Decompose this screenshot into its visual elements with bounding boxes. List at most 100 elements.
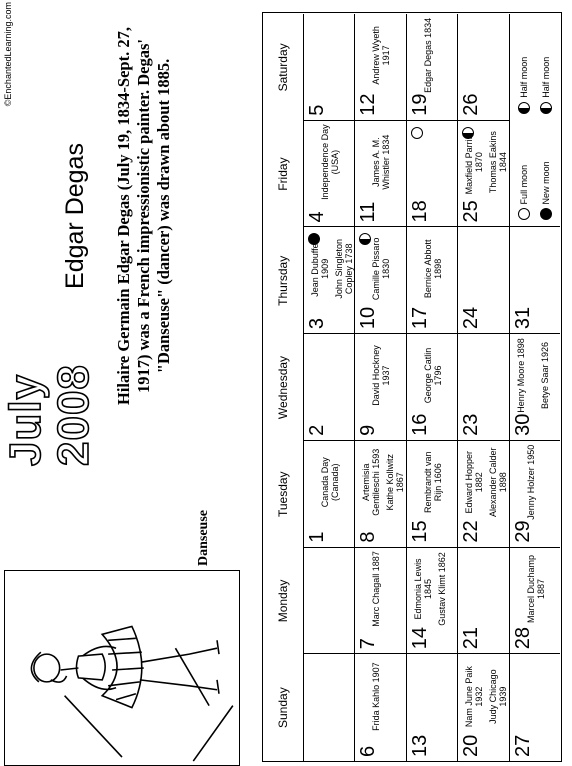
- event-label: Frida Kahlo 1907: [371, 662, 382, 731]
- day-number: 15: [408, 520, 431, 543]
- moon-legend-label: Full moon: [518, 164, 529, 205]
- event-label: Alexander Calder 1898: [488, 447, 509, 517]
- event-label: Independence Day (USA): [320, 124, 340, 200]
- moon-legend-label: Half moon: [518, 56, 529, 98]
- day-number: 19: [408, 93, 431, 116]
- day-number: 6: [357, 745, 380, 757]
- day-cell-26: 26: [457, 14, 509, 121]
- event-label: Camille Pissaro 1830: [371, 237, 392, 301]
- artist-name: Edgar Degas: [61, 143, 89, 289]
- day-number: 21: [460, 627, 483, 650]
- day-number: 5: [306, 104, 328, 116]
- day-number: 1: [306, 531, 328, 543]
- day-number: 17: [408, 306, 431, 330]
- day-cell-15: 15 Rembrandt van Rijn 1606: [405, 440, 458, 548]
- weekday-header-tuesday: Tuesday: [276, 471, 290, 518]
- day-number: 3: [306, 318, 328, 330]
- weekday-header-thursday: Thursday: [276, 255, 290, 306]
- event-label: Edward Hopper 1882: [464, 450, 485, 514]
- day-cell-13: 13: [405, 654, 458, 761]
- day-number: 26: [460, 93, 483, 116]
- moon-legend-label: Half moon: [540, 56, 551, 98]
- weekday-header-friday: Friday: [276, 157, 290, 191]
- day-cell-21: 21: [457, 547, 509, 655]
- day-cell-2: 2: [303, 334, 355, 441]
- event-label: Betye Saar 1926: [539, 341, 550, 410]
- event-label: Henry Moore 1898: [515, 338, 526, 413]
- event-label: Andrew Wyeth 1917: [371, 26, 392, 85]
- half-moon-icon: [359, 233, 372, 246]
- weekday-header-sunday: Sunday: [276, 687, 290, 728]
- day-number: 13: [408, 734, 431, 757]
- event-label: James A. M. Whistler 1834: [371, 134, 392, 190]
- day-cell-16: 16 George Catlin 1796: [405, 334, 458, 441]
- day-cell-17: 17 Bernice Abbott 1898: [405, 227, 458, 335]
- day-number: 23: [460, 413, 483, 436]
- artwork-caption: Danseuse: [196, 509, 211, 566]
- empty-day-cell: [303, 654, 355, 761]
- day-number: 18: [408, 200, 431, 223]
- moon-legend-item: New moon: [539, 161, 552, 221]
- day-cell-27: 27: [508, 654, 560, 761]
- event-label: Thomas Eakins 1844: [488, 131, 509, 194]
- day-number: 22: [460, 520, 483, 543]
- copyright-notice: ©EnchantedLearning.com: [3, 2, 13, 107]
- event-label: Canada Day (Canada): [320, 457, 340, 508]
- event-label: Judy Chicago 1939: [488, 669, 509, 724]
- day-number: 31: [511, 306, 534, 330]
- day-cell-1: 1 Canada Day (Canada): [303, 440, 355, 548]
- weekday-header-monday: Monday: [276, 579, 290, 623]
- day-cell-6: 6 Frida Kahlo 1907: [354, 654, 406, 761]
- dancer-drawing: [30, 625, 234, 762]
- month-title: July 2008: [0, 363, 99, 466]
- day-number: 16: [408, 413, 431, 436]
- empty-day-cell: [303, 547, 355, 655]
- day-number: 9: [357, 424, 380, 436]
- event-label: Artemisia Gentileschi 1593: [361, 448, 382, 516]
- event-label: Gustav Klimt 1862: [436, 552, 447, 626]
- event-label: George Catlin 1796: [422, 347, 443, 404]
- day-number: 10: [357, 306, 380, 330]
- full-moon-icon: [517, 208, 530, 221]
- day-number: 20: [460, 734, 483, 757]
- day-number: 8: [357, 531, 380, 543]
- event-label: Edgar Degas 1834: [422, 17, 433, 93]
- day-number: 11: [357, 201, 380, 223]
- event-label: Bernice Abbott 1898: [422, 239, 443, 299]
- day-number: 29: [511, 520, 534, 543]
- day-cell-18: 18: [405, 120, 458, 228]
- day-number: 14: [408, 627, 431, 650]
- half-moon-icon: [462, 126, 475, 139]
- event-label: Nam June Paik 1932: [464, 666, 485, 728]
- day-cell-7: 7 Marc Chagall 1887: [354, 547, 406, 655]
- day-number: 30: [511, 413, 534, 436]
- half-moon-icon: [539, 101, 552, 114]
- day-number: 28: [511, 627, 534, 650]
- event-label: Rembrandt van Rijn 1606: [422, 451, 443, 513]
- day-number: 25: [460, 200, 483, 223]
- artist-bio: Hilaire Germain Edgar Degas (July 19, 18…: [114, 27, 173, 405]
- day-number: 7: [357, 638, 380, 650]
- event-label: Marc Chagall 1887: [371, 551, 382, 627]
- moon-legend-item: Half moon: [539, 56, 552, 114]
- day-number: 2: [306, 424, 328, 436]
- day-cell-11: 11 James A. M. Whistler 1834: [354, 120, 406, 228]
- day-number: 24: [460, 306, 483, 330]
- day-cell-5: 5: [303, 14, 355, 121]
- day-cell-10: 10 Camille Pissaro 1830: [354, 227, 406, 335]
- event-label: David Hockney 1937: [371, 345, 392, 406]
